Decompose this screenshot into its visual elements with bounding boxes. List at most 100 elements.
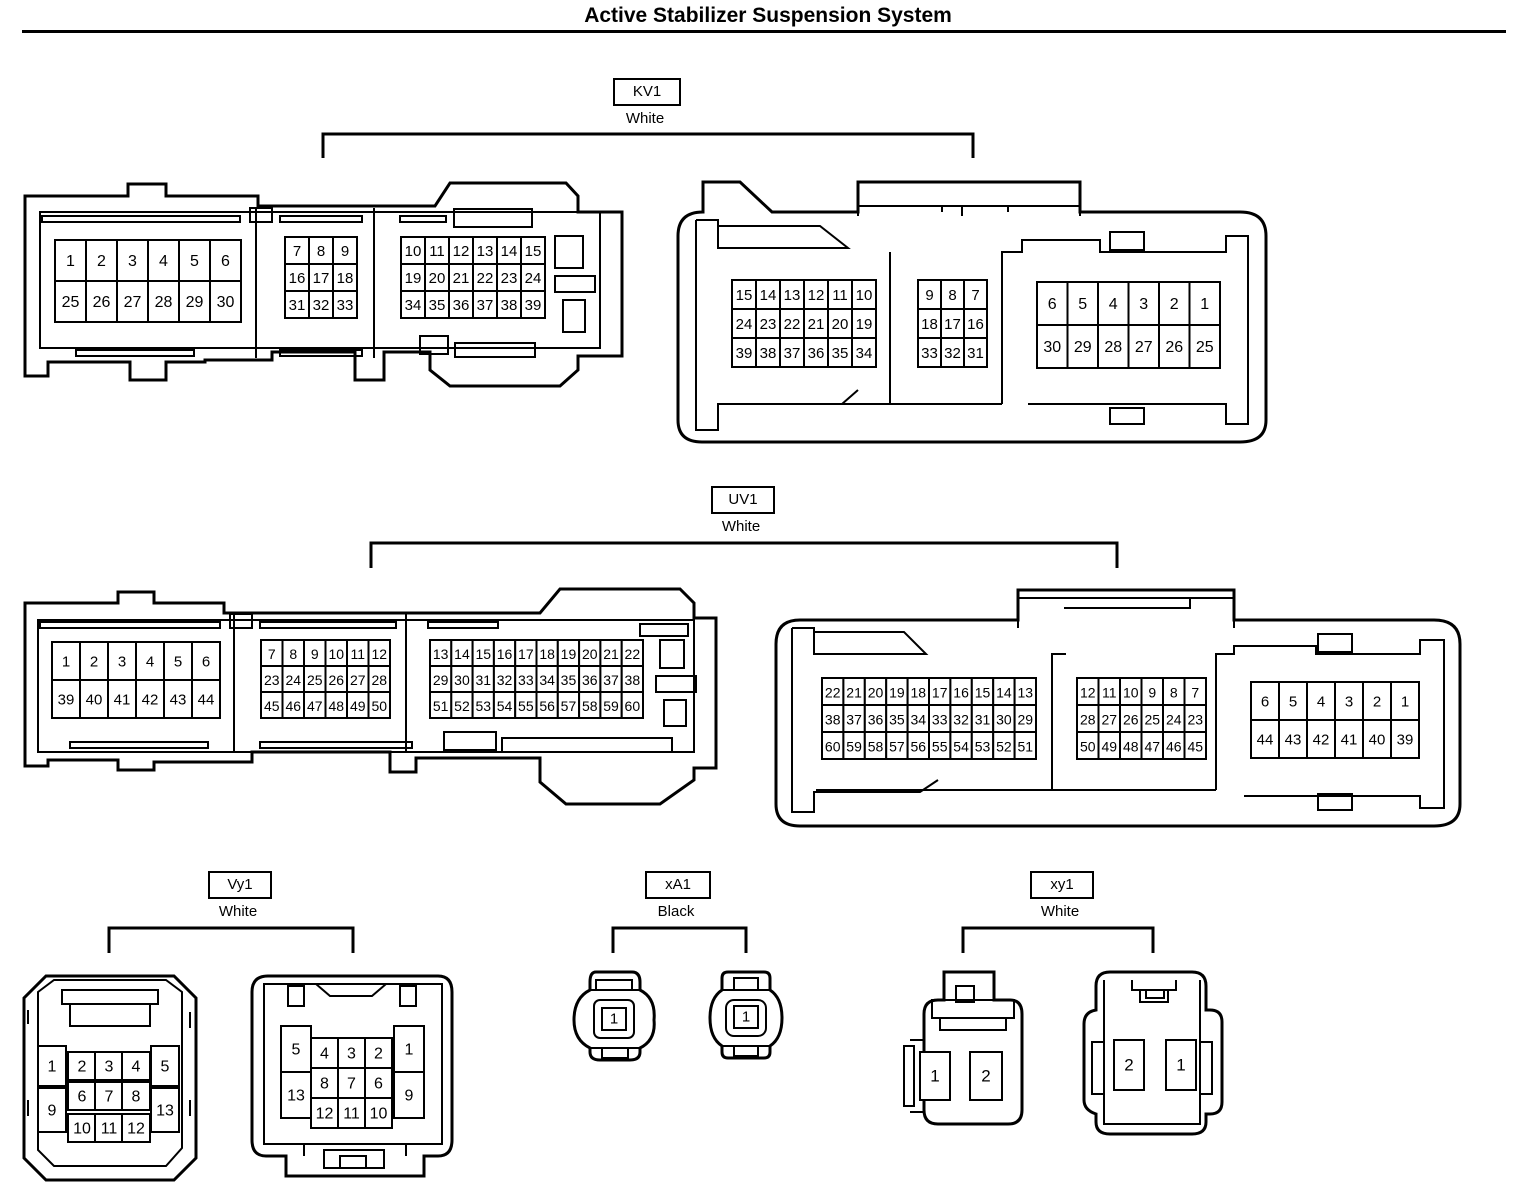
xy1-right-pin	[1165, 1039, 1197, 1091]
vy1-left-pin	[150, 1045, 180, 1087]
pin-cell	[1188, 281, 1221, 326]
pin-label: 11	[429, 243, 445, 260]
pin-label: 4	[159, 253, 168, 270]
pin-label: 1	[62, 654, 70, 671]
vy1-left-pin-label: 1	[48, 1059, 57, 1076]
vy1-left-pin-label: 10	[73, 1121, 91, 1138]
pin-label: 11	[350, 646, 365, 662]
vy1-left-pin	[37, 1045, 67, 1087]
pin-label: 13	[1018, 685, 1034, 701]
vy1-right-pin	[280, 1071, 312, 1119]
pin-label: 22	[784, 316, 801, 333]
pin-label: 19	[856, 316, 873, 333]
pin-label: 7	[971, 287, 979, 304]
vy1-left-pin	[37, 1087, 67, 1133]
pin-label: 9	[341, 243, 349, 260]
pin-cell	[308, 263, 334, 292]
pin-label: 38	[625, 672, 641, 688]
vy1-left-pin	[121, 1081, 151, 1111]
pin-label: 18	[539, 646, 555, 662]
connector-color-vy1: White	[218, 903, 258, 920]
pin-label: 9	[925, 287, 933, 304]
pin-label: 60	[825, 739, 841, 755]
pin-cell	[1390, 681, 1420, 721]
pin-label: 5	[174, 654, 182, 671]
pin-label: 43	[1285, 732, 1302, 749]
vy1-left-pin-label: 11	[101, 1121, 118, 1138]
pin-label: 5	[1078, 296, 1087, 313]
vy1-right-pin-label: 11	[343, 1106, 360, 1123]
connector-code-xa1: xA1	[645, 871, 711, 899]
pin-label: 14	[454, 646, 470, 662]
vy1-left-pin	[94, 1081, 124, 1111]
vy1-right-pin	[364, 1067, 393, 1099]
xy1-left-housing	[903, 970, 1024, 1126]
pin-label: 43	[170, 692, 187, 709]
pin-label: 26	[1165, 339, 1183, 356]
vy1-left-pin-label: 4	[132, 1059, 141, 1076]
pin-cell	[755, 337, 781, 368]
pin-label: 59	[846, 739, 862, 755]
pin-label: 46	[1166, 739, 1182, 755]
pin-label: 36	[808, 345, 825, 362]
pin-label: 30	[996, 712, 1012, 728]
pin-label: 13	[784, 287, 801, 304]
pin-label: 40	[86, 692, 103, 709]
pin-label: 1	[66, 253, 75, 270]
xa1-right-housing	[708, 970, 784, 1060]
vy1-right-pin-label: 4	[320, 1046, 329, 1063]
pin-label: 52	[454, 698, 470, 714]
pin-label: 33	[337, 297, 354, 314]
pin-label: 25	[62, 294, 80, 311]
pin-label: 8	[948, 287, 956, 304]
pin-label: 26	[93, 294, 111, 311]
pin-label: 41	[114, 692, 131, 709]
vy1-right-pin-label: 9	[405, 1088, 414, 1105]
vy1-right-pin-label: 2	[374, 1046, 383, 1063]
pin-label: 8	[317, 243, 325, 260]
pin-label: 45	[1187, 739, 1203, 755]
pin-label: 13	[433, 646, 449, 662]
pin-label: 19	[561, 646, 577, 662]
pin-label: 55	[518, 698, 534, 714]
connector-color-uv1: White	[721, 518, 761, 535]
pin-label: 28	[1080, 712, 1096, 728]
xy1-right-pin-label: 1	[1176, 1056, 1185, 1075]
pin-label: 44	[198, 692, 215, 709]
pin-label: 1	[1401, 694, 1409, 711]
pin-label: 60	[625, 698, 641, 714]
pin-label: 28	[1104, 339, 1122, 356]
pin-label: 3	[118, 654, 126, 671]
pin-label: 8	[1170, 685, 1178, 701]
vy1-right-pin-label: 13	[287, 1088, 305, 1105]
pin-cell	[1183, 731, 1207, 760]
pin-cell	[1127, 281, 1160, 326]
pin-label: 48	[328, 698, 344, 714]
pin-label: 30	[217, 294, 235, 311]
pin-cell	[209, 280, 242, 323]
pin-cell	[496, 263, 522, 292]
pin-label: 57	[889, 739, 905, 755]
pin-label: 59	[603, 698, 619, 714]
pin-label: 54	[953, 739, 969, 755]
pin-label: 17	[932, 685, 948, 701]
pin-label: 52	[996, 739, 1012, 755]
pin-label: 53	[475, 698, 491, 714]
xy1-right-housing	[1082, 970, 1224, 1136]
pin-label: 42	[1313, 732, 1330, 749]
vy1-left-pin	[67, 1081, 97, 1111]
pin-label: 15	[975, 685, 991, 701]
pin-label: 15	[736, 287, 753, 304]
pin-label: 12	[453, 243, 470, 260]
vy1-left-pin	[67, 1051, 97, 1081]
pin-label: 35	[832, 345, 849, 362]
page-title: Active Stabilizer Suspension System	[584, 4, 952, 27]
pin-cell	[1036, 324, 1069, 369]
pin-label: 31	[967, 345, 984, 362]
pin-label: 21	[846, 685, 862, 701]
pin-label: 50	[371, 698, 387, 714]
pin-cell	[620, 691, 645, 719]
vy1-left-pin-label: 6	[78, 1089, 87, 1106]
vy1-right-pin	[337, 1097, 366, 1129]
